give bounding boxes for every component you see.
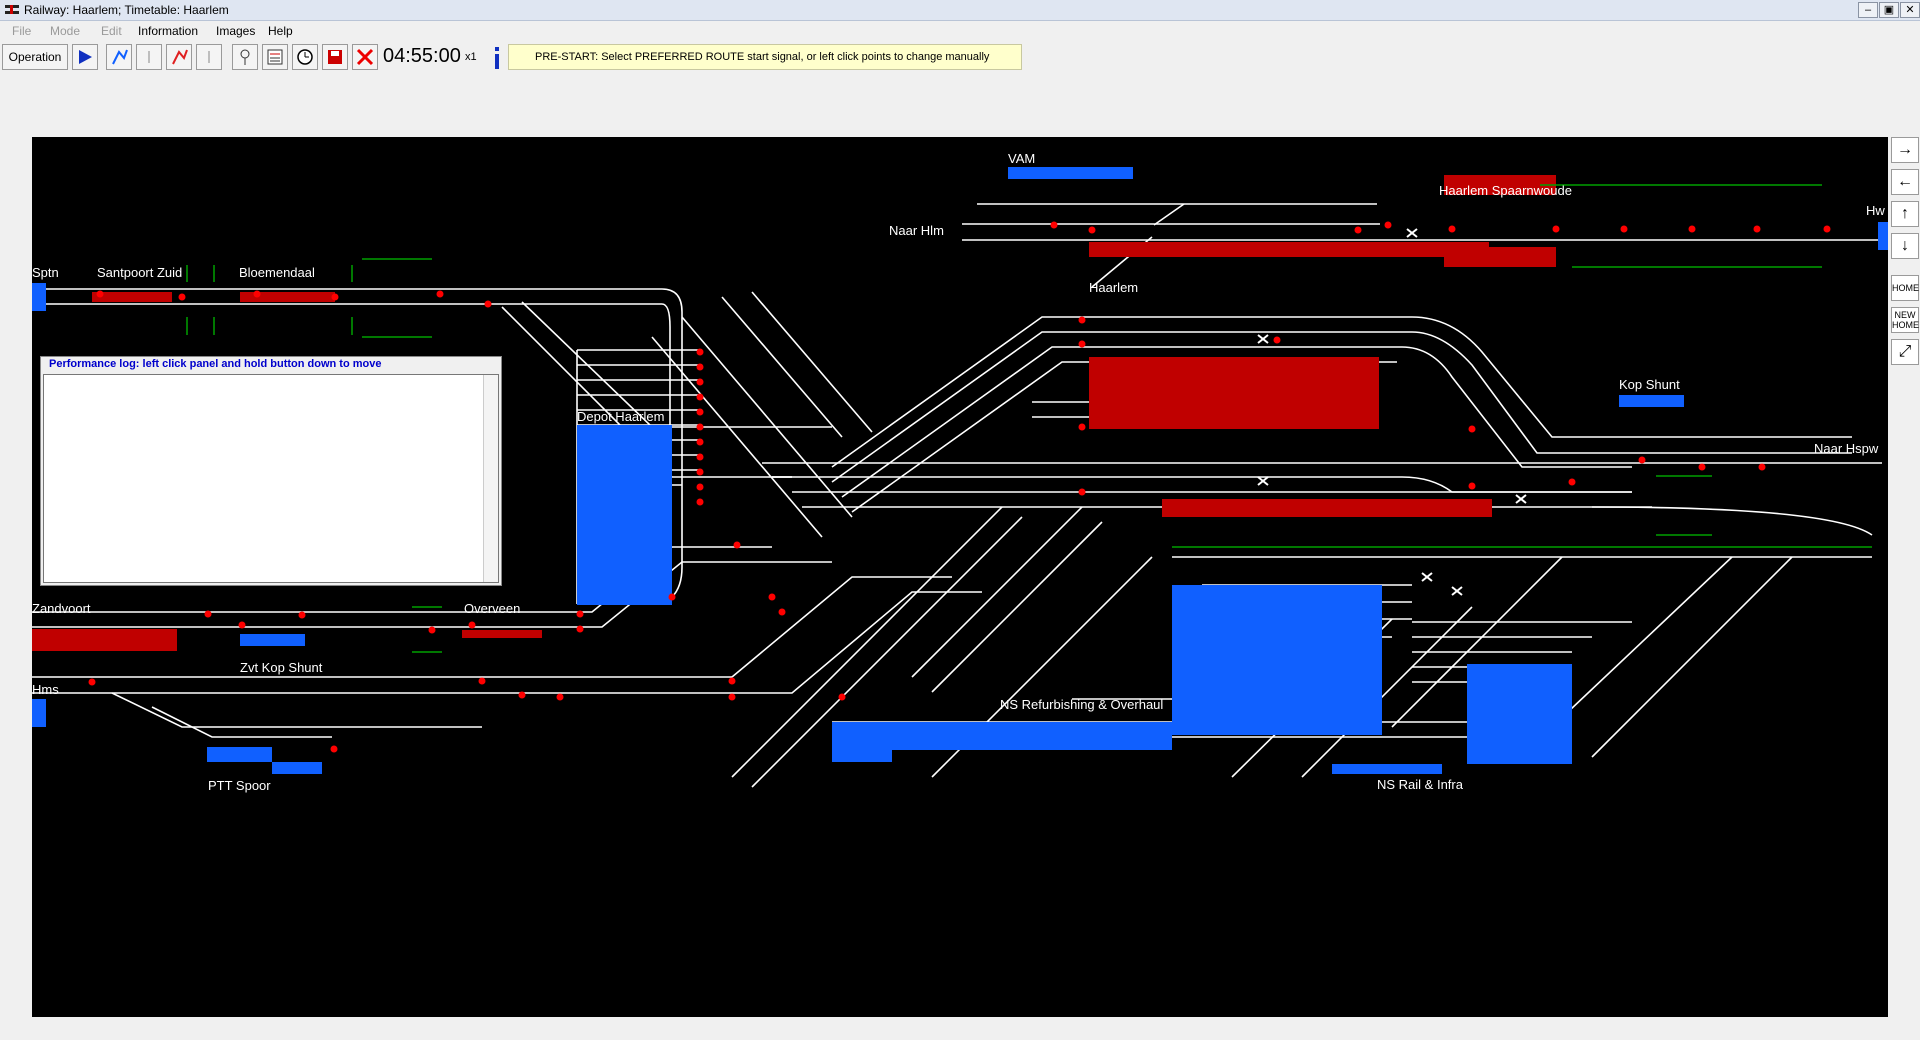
diamond-crossings	[1257, 228, 1527, 596]
railway-app-icon	[5, 5, 19, 14]
menu-information[interactable]: Information	[138, 24, 199, 38]
track-icon	[148, 51, 150, 63]
clock-button[interactable]	[292, 44, 318, 70]
pan-down-button[interactable]: ↓	[1891, 233, 1919, 259]
label-haarlem-spaarnwoude: Haarlem Spaarnwoude	[1439, 183, 1572, 198]
label-ptt-spoor: PTT Spoor	[208, 778, 271, 793]
platforms	[32, 175, 1556, 651]
label-naar-hspw: Naar Hspw	[1814, 441, 1879, 456]
label-zandvoort: Zandvoort	[32, 601, 91, 616]
run-button[interactable]	[72, 44, 98, 70]
route-button[interactable]	[166, 44, 192, 70]
info-icon[interactable]	[492, 47, 502, 69]
menu-help[interactable]: Help	[268, 24, 293, 38]
label-ns-rail-infra: NS Rail & Infra	[1377, 777, 1463, 792]
pan-up-button[interactable]: ↑	[1891, 201, 1919, 227]
track-circuits	[186, 184, 1872, 653]
clock-icon	[297, 49, 313, 65]
label-hw: Hw	[1866, 203, 1885, 218]
exit-operation-button[interactable]	[352, 44, 378, 70]
blank-icon	[208, 51, 210, 63]
menu-edit[interactable]: Edit	[101, 24, 122, 38]
label-depot-haarlem: Depot Haarlem	[577, 409, 665, 424]
pan-left-button[interactable]: ←	[1891, 169, 1919, 195]
performance-log-textarea[interactable]	[43, 374, 499, 583]
menu-mode[interactable]: Mode	[50, 24, 81, 38]
label-ns-refurbishing: NS Refurbishing & Overhaul	[1000, 697, 1164, 712]
toolbar: Operation 04:55:00 x1 PRE-START: Select …	[0, 41, 1026, 71]
railway-canvas[interactable]: Sptn Santpoort Zuid Bloemendaal VAM Naar…	[32, 137, 1888, 1017]
route-icon	[172, 49, 188, 65]
performance-log-title: Performance log: left click panel and ho…	[49, 358, 382, 370]
speed-display: x1	[465, 51, 477, 63]
restore-button[interactable]: ▣	[1879, 2, 1899, 18]
signals[interactable]	[88, 221, 1831, 753]
timetable-icon	[267, 49, 283, 65]
play-icon	[79, 50, 92, 64]
auto-sigs-button[interactable]	[196, 44, 222, 70]
train-path-icon	[112, 49, 128, 65]
label-santpoort-zuid: Santpoort Zuid	[97, 265, 183, 280]
close-x-icon	[356, 48, 374, 66]
track-layout[interactable]	[32, 137, 1888, 1017]
performance-log-panel[interactable]: Performance log: left click panel and ho…	[40, 356, 502, 586]
track-button[interactable]	[136, 44, 162, 70]
add-train-button[interactable]	[106, 44, 132, 70]
operation-mode-button[interactable]: Operation	[2, 44, 68, 70]
label-hms: Hms	[32, 682, 59, 697]
new-home-button[interactable]: NEW HOME	[1891, 307, 1919, 333]
label-overveen: Overveen	[464, 601, 521, 616]
label-naar-hlm: Naar Hlm	[889, 223, 944, 238]
label-zvt-kop-shunt: Zvt Kop Shunt	[240, 660, 323, 675]
home-button[interactable]: HOME	[1891, 275, 1919, 301]
close-button[interactable]: ✕	[1900, 2, 1920, 18]
pan-right-button[interactable]: →	[1891, 137, 1919, 163]
label-haarlem: Haarlem	[1089, 280, 1139, 295]
save-button[interactable]	[322, 44, 348, 70]
window-title: Railway: Haarlem; Timetable: Haarlem	[24, 3, 229, 17]
label-vam: VAM	[1008, 151, 1036, 166]
label-sptn: Sptn	[32, 265, 59, 280]
menu-file[interactable]: File	[12, 24, 32, 38]
menu-bar: File Mode Edit Information Images Help	[0, 21, 1920, 41]
timetable-button[interactable]	[262, 44, 288, 70]
status-bar: PRE-START: Select PREFERRED ROUTE start …	[508, 44, 1022, 70]
label-bloemendaal: Bloemendaal	[239, 265, 315, 280]
menu-images[interactable]: Images	[216, 24, 256, 38]
performance-log-scrollbar[interactable]	[483, 375, 498, 582]
sidings	[32, 167, 1888, 774]
save-icon	[328, 50, 342, 64]
fullscreen-button[interactable]: ⤢	[1891, 339, 1919, 365]
minimize-button[interactable]: –	[1858, 2, 1878, 18]
signal-button[interactable]	[232, 44, 258, 70]
label-kop-shunt: Kop Shunt	[1619, 377, 1680, 392]
signal-icon	[240, 49, 250, 65]
clock-display: 04:55:00	[383, 45, 461, 67]
title-bar: Railway: Haarlem; Timetable: Haarlem – ▣…	[0, 0, 1920, 21]
